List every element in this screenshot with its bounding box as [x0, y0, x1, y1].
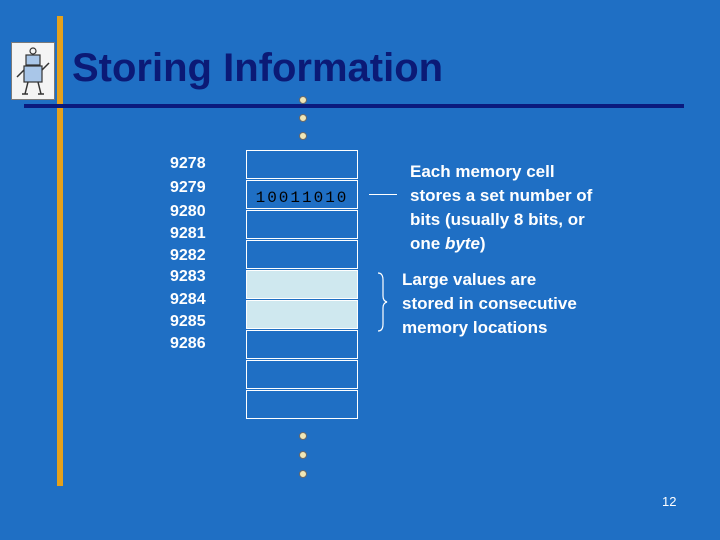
large-values-note: Large values are stored in consecutive m…: [402, 268, 577, 340]
cell-note: Each memory cell stores a set number of …: [410, 160, 592, 256]
large-values-line: memory locations: [402, 318, 548, 337]
cell-note-line: stores a set number of: [410, 186, 593, 205]
address-label: 9281: [170, 225, 206, 242]
cell-note-text: ): [479, 234, 486, 253]
accent-bar: [57, 16, 63, 486]
address-label: 9286: [170, 335, 206, 352]
note-connector-line: [369, 194, 397, 195]
cell-note-text: one: [410, 234, 445, 253]
slide-title: Storing Information: [72, 46, 444, 90]
address-label: 9282: [170, 247, 206, 264]
curly-brace-icon: [377, 272, 388, 332]
cell-note-line: Each memory cell: [410, 162, 555, 181]
memory-cell-value: 10011010: [255, 189, 349, 207]
memory-cell-highlighted: [246, 270, 358, 299]
robot-logo-icon: [11, 42, 55, 100]
large-values-line: stored in consecutive: [402, 294, 577, 313]
large-values-line: Large values are: [402, 270, 537, 289]
memory-cell: [246, 390, 358, 419]
address-label: 9285: [170, 313, 206, 330]
cell-note-line: bits (usually 8 bits, or: [410, 210, 585, 229]
ellipsis-dot-icon: [299, 451, 307, 459]
memory-cell-highlighted: [246, 300, 358, 329]
memory-cell: [246, 210, 358, 239]
address-label: 9278: [170, 155, 206, 172]
title-underline: [24, 104, 684, 108]
address-label: 9280: [170, 203, 206, 220]
ellipsis-dot-icon: [299, 114, 307, 122]
memory-cell: [246, 180, 358, 209]
byte-emphasis: byte: [444, 234, 480, 253]
ellipsis-dot-icon: [299, 470, 307, 478]
memory-cell: [246, 240, 358, 269]
address-label: 9283: [170, 268, 206, 285]
memory-cell: [246, 330, 358, 359]
memory-cell: [246, 150, 358, 179]
ellipsis-dot-icon: [299, 432, 307, 440]
cell-note-line: one byte): [410, 232, 592, 256]
address-label: 9279: [170, 179, 206, 196]
slide-number: 12: [662, 494, 677, 509]
ellipsis-dot-icon: [299, 96, 307, 104]
ellipsis-dot-icon: [299, 132, 307, 140]
address-label: 9284: [170, 291, 206, 308]
memory-cell: [246, 360, 358, 389]
